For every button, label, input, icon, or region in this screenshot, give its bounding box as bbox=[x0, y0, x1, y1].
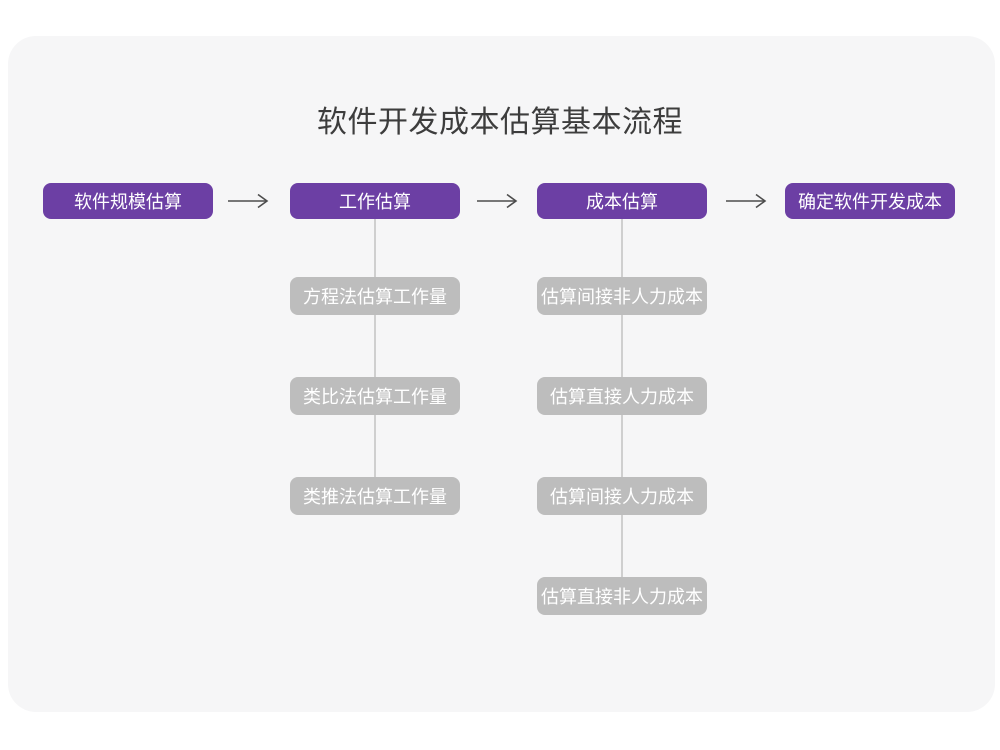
right-arrow-icon bbox=[725, 192, 769, 210]
diagram-title: 软件开发成本估算基本流程 bbox=[317, 106, 683, 139]
sub-node-indirect-labor-cost: 估算间接人力成本 bbox=[537, 477, 707, 515]
sub-node-extrapolation-method-workload: 类推法估算工作量 bbox=[290, 477, 460, 515]
sub-node-direct-nonlabor-cost: 估算直接非人力成本 bbox=[537, 577, 707, 615]
diagram-card bbox=[8, 36, 995, 712]
flow-node-determine-software-dev-cost: 确定软件开发成本 bbox=[785, 183, 955, 219]
sub-node-indirect-nonlabor-cost: 估算间接非人力成本 bbox=[537, 277, 707, 315]
flow-node-work-estimation: 工作估算 bbox=[290, 183, 460, 219]
sub-node-equation-method-workload: 方程法估算工作量 bbox=[290, 277, 460, 315]
sub-node-analogy-method-workload: 类比法估算工作量 bbox=[290, 377, 460, 415]
flow-node-software-scale-estimation: 软件规模估算 bbox=[43, 183, 213, 219]
right-arrow-icon bbox=[476, 192, 520, 210]
sub-node-direct-labor-cost: 估算直接人力成本 bbox=[537, 377, 707, 415]
flow-node-cost-estimation: 成本估算 bbox=[537, 183, 707, 219]
connector-line-work-estimation bbox=[374, 219, 376, 477]
right-arrow-icon bbox=[227, 192, 271, 210]
